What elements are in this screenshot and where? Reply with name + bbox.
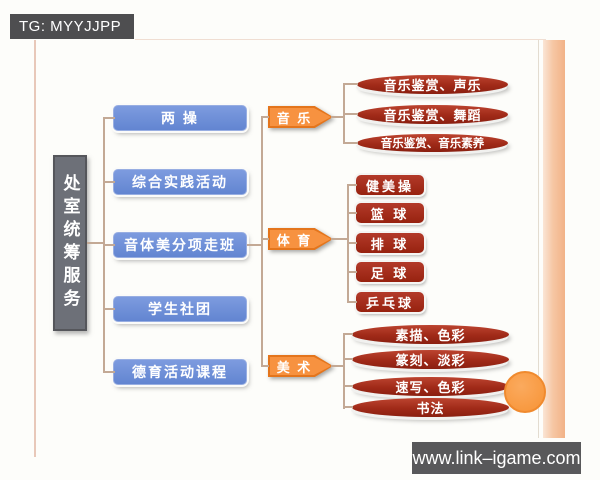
leaf-node: 排 球 <box>356 233 424 253</box>
connector-line <box>331 365 344 367</box>
watermark-tg-text: TG: MYYJJPP <box>19 18 122 35</box>
leaf-node: 篮 球 <box>356 203 424 223</box>
connector-line <box>347 301 357 303</box>
background-stripe-edge <box>538 40 539 438</box>
watermark-tg-banner: TG: MYYJJPP <box>10 14 134 39</box>
leaf-node: 音乐鉴赏、舞蹈 <box>357 105 508 124</box>
watermark-site-banner: www.link–igame.com <box>412 442 581 474</box>
leaf-node: 音乐鉴赏、声乐 <box>357 75 508 94</box>
level1-node: 德育活动课程 <box>113 359 247 385</box>
connector-line <box>347 271 357 273</box>
branch-tag-label: 音 乐 <box>270 108 331 126</box>
connector-line <box>103 117 115 119</box>
level1-node: 音体美分项走班 <box>113 232 247 258</box>
leaf-node: 乒乓球 <box>356 292 424 312</box>
background-stripe-right <box>543 40 565 438</box>
connector-line <box>347 212 357 214</box>
branch-node-music: 音 乐 <box>268 106 333 128</box>
branch-node-sports: 体 育 <box>268 228 333 250</box>
level1-node: 学生社团 <box>113 296 247 322</box>
leaf-node: 音乐鉴赏、音乐素养 <box>357 134 508 152</box>
connector-line <box>261 116 269 118</box>
accent-circle <box>504 371 546 413</box>
connector-line <box>343 142 358 144</box>
connector-line <box>331 116 344 118</box>
connector-line <box>331 238 348 240</box>
connector-line <box>343 358 353 360</box>
watermark-site-text: www.link–igame.com <box>412 447 581 468</box>
leaf-node: 素描、色彩 <box>352 325 509 344</box>
connector-line <box>103 371 115 373</box>
leaf-node: 足 球 <box>356 262 424 282</box>
branch-tag-label: 美 术 <box>270 357 331 375</box>
connector-line <box>347 184 357 186</box>
connector-line <box>261 116 263 367</box>
root-node: 处室统筹服务 <box>53 155 87 331</box>
level1-node: 两 操 <box>113 105 247 131</box>
leaf-node: 书法 <box>352 398 509 417</box>
connector-line <box>343 83 358 85</box>
connector-line <box>261 238 269 240</box>
background-line-left <box>34 40 36 457</box>
connector-line <box>247 244 263 246</box>
connector-line <box>103 244 115 246</box>
leaf-node: 篆刻、淡彩 <box>352 350 509 369</box>
branch-node-arts: 美 术 <box>268 355 333 377</box>
connector-line <box>343 333 345 409</box>
level1-node: 综合实践活动 <box>113 169 247 195</box>
connector-line <box>343 113 358 115</box>
leaf-node: 健美操 <box>356 175 424 195</box>
connector-line <box>343 385 353 387</box>
connector-line <box>261 365 269 367</box>
connector-line <box>343 406 353 408</box>
connector-line <box>103 181 115 183</box>
background-line-top <box>135 39 546 40</box>
connector-line <box>103 308 115 310</box>
branch-tag-label: 体 育 <box>270 230 331 248</box>
connector-line <box>347 242 357 244</box>
leaf-node: 速写、色彩 <box>352 377 509 396</box>
connector-line <box>87 242 105 244</box>
connector-line <box>343 333 353 335</box>
